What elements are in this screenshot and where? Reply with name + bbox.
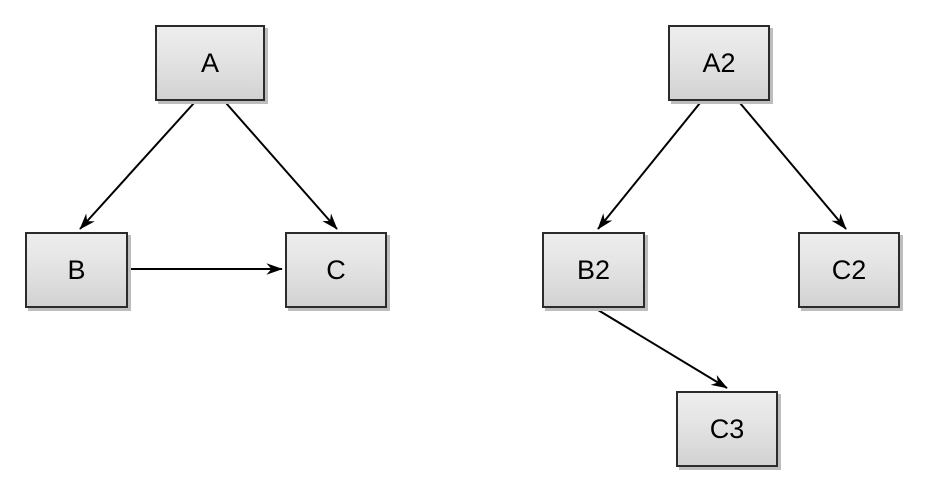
node-a2-label: A2 (702, 47, 736, 78)
node-b-label: B (67, 254, 86, 285)
edge-a-to-b (79, 102, 195, 230)
node-c-label: C (326, 254, 346, 285)
node-c2-label: C2 (831, 254, 867, 285)
node-b[interactable]: B (25, 232, 128, 308)
node-a2[interactable]: A2 (668, 25, 770, 101)
node-a-label: A (200, 47, 219, 78)
node-c3[interactable]: C3 (676, 391, 778, 467)
node-c2[interactable]: C2 (798, 232, 900, 308)
node-c3-label: C3 (709, 413, 745, 444)
edge-b2-to-c3 (597, 309, 728, 389)
node-b2[interactable]: B2 (542, 232, 645, 308)
node-c[interactable]: C (285, 232, 387, 308)
node-a[interactable]: A (155, 25, 265, 101)
edge-a2-to-b2 (597, 102, 701, 230)
edge-a2-to-c2 (739, 102, 847, 230)
edge-a-to-c (225, 102, 338, 230)
node-b2-label: B2 (576, 254, 611, 285)
